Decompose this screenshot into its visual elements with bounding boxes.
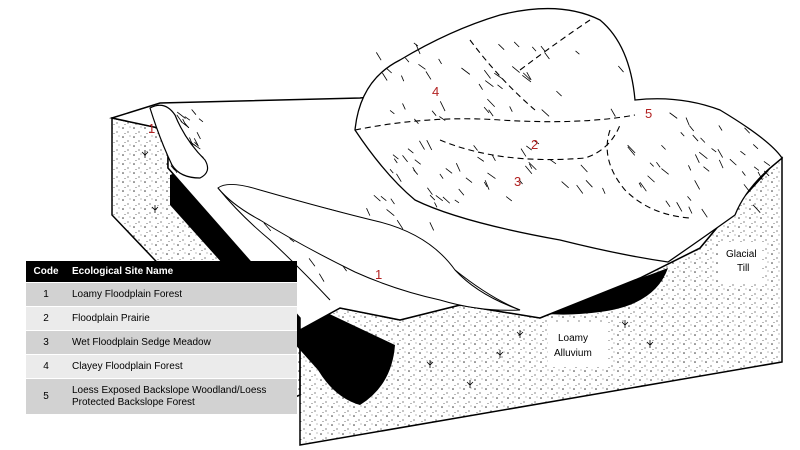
legend-row: 1 Loamy Floodplain Forest: [26, 282, 297, 307]
till-label-bg: [718, 242, 762, 282]
legend-code: 4: [26, 354, 66, 379]
legend-header-row: Code Ecological Site Name: [26, 261, 297, 283]
legend-site-name: Floodplain Prairie: [66, 306, 297, 331]
legend-site-name: Wet Floodplain Sedge Meadow: [66, 330, 297, 355]
till-label-line2: Till: [737, 263, 749, 274]
alluvium-label-line1: Loamy: [558, 333, 588, 344]
legend-row: 5 Loess Exposed Backslope Woodland/Loess…: [26, 378, 297, 415]
site-label-1-lower: 1: [375, 267, 382, 282]
legend-header-code: Code: [26, 261, 66, 283]
soil-plant-marks: [141, 150, 654, 388]
ecological-site-legend: Code Ecological Site Name 1 Loamy Floodp…: [26, 261, 297, 415]
legend-code: 3: [26, 330, 66, 355]
legend-site-name: Loess Exposed Backslope Woodland/Loess P…: [66, 378, 297, 415]
legend-code: 5: [26, 378, 66, 415]
upland-hills: [354, 7, 783, 263]
legend-row: 4 Clayey Floodplain Forest: [26, 354, 297, 379]
site-label-4: 4: [432, 84, 439, 99]
lower-landform-1: [217, 184, 521, 311]
till-label-line1: Glacial: [726, 249, 757, 260]
legend-row: 2 Floodplain Prairie: [26, 306, 297, 331]
legend-header-name: Ecological Site Name: [66, 261, 297, 283]
upper-left-landform: [149, 104, 209, 179]
legend-site-name: Loamy Floodplain Forest: [66, 282, 297, 307]
boundary-5: [606, 129, 691, 219]
site-label-1-upper: 1: [148, 121, 155, 136]
site-label-5: 5: [645, 106, 652, 121]
alluvium-label-line2: Alluvium: [554, 348, 592, 359]
boundary-4-2: [354, 114, 636, 131]
floodplain-edge-left: [217, 187, 331, 301]
site-label-2: 2: [531, 137, 538, 152]
legend-row: 3 Wet Floodplain Sedge Meadow: [26, 330, 297, 355]
legend-code: 1: [26, 282, 66, 307]
boundary-2-3: [439, 124, 621, 161]
site-label-3: 3: [514, 174, 521, 189]
alluvium-label-bg: [548, 322, 608, 367]
legend-code: 2: [26, 306, 66, 331]
legend-site-name: Clayey Floodplain Forest: [66, 354, 297, 379]
